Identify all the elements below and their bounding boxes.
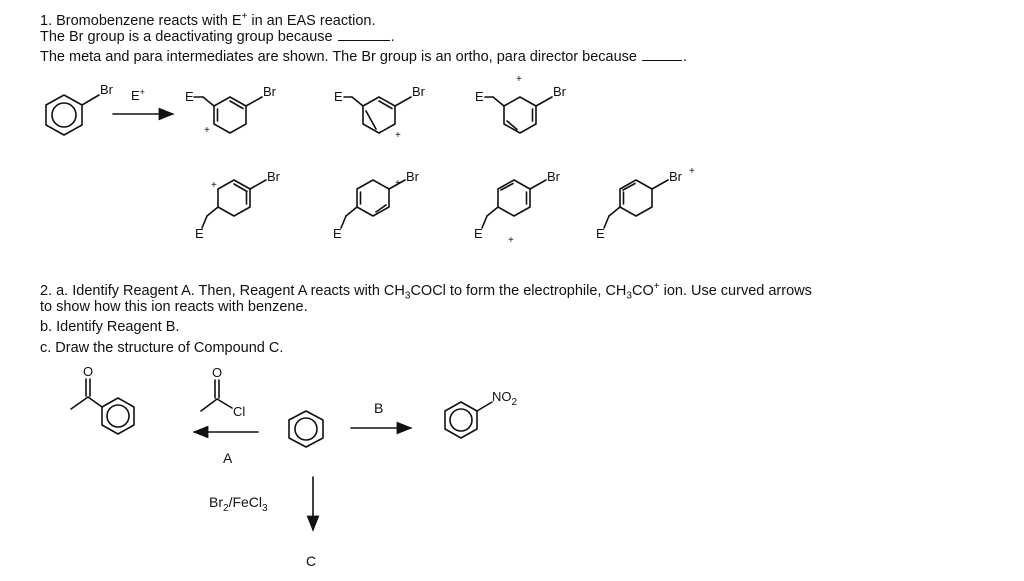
reagent-b-label: B <box>374 400 383 416</box>
q2-a-part-3: CO <box>631 282 654 299</box>
nitrobenzene <box>444 401 493 439</box>
q1-line-2: The Br group is a deactivating group bec… <box>40 28 395 46</box>
br-label-8: Br <box>669 169 683 184</box>
q1-line-3: The meta and para intermediates are show… <box>40 48 687 66</box>
reagent-a-label: A <box>223 450 233 466</box>
benzene <box>288 410 324 448</box>
plus-charge-2: + <box>395 130 401 141</box>
e-label-1: E <box>185 89 194 104</box>
q1-line-1-end: in an EAS reaction. <box>247 12 376 29</box>
answer-blank-1[interactable] <box>337 28 390 41</box>
br-label-6: Br <box>406 169 420 184</box>
meta-intermediate-4 <box>603 179 669 229</box>
ortho-intermediate-3 <box>484 96 553 134</box>
e-label-2: E <box>334 89 343 104</box>
cl-label: Cl <box>233 404 245 419</box>
meta-intermediate-3 <box>481 179 547 229</box>
br-label-1: Br <box>100 82 114 97</box>
br-label-2: Br <box>263 84 277 99</box>
q2-a-sub-1: 3 <box>404 290 411 302</box>
q2-a-line-1: 2. a. Identify Reagent A. Then, Reagent … <box>40 278 812 306</box>
o-label-1: O <box>83 364 93 379</box>
plus-charge-4: + <box>211 180 217 191</box>
bromobenzene <box>45 94 100 136</box>
q2-c: c. Draw the structure of Compound C. <box>40 340 284 356</box>
br-label-7: Br <box>547 169 561 184</box>
plus-charge-6: + <box>508 235 514 246</box>
q1-line-3-text: The meta and para intermediates are show… <box>40 49 637 65</box>
q1-line-2-text: The Br group is a deactivating group bec… <box>40 29 333 45</box>
plus-charge-5: + <box>395 178 401 189</box>
compound-c-label: C <box>306 553 316 569</box>
meta-intermediate-1 <box>201 179 267 229</box>
e-plus-sup: + <box>241 11 248 22</box>
q2-a-part-2: COCl to form the electrophile, CH <box>410 282 627 299</box>
br-label-5: Br <box>267 169 281 184</box>
q1-line-1: 1. Bromobenzene reacts with E+ in an EAS… <box>40 8 376 30</box>
q1-line-2-end: . <box>390 29 395 45</box>
q2-a-line-2: to show how this ion reacts with benzene… <box>40 299 308 315</box>
no2-label: NO2 <box>492 389 518 408</box>
e-label-5: E <box>333 226 342 241</box>
q2-a-sub-2: 3 <box>626 290 632 302</box>
answer-blank-2[interactable] <box>642 48 683 61</box>
br2-fecl3-label: Br2/FeCl3 <box>209 494 268 514</box>
br-label-3: Br <box>412 84 426 99</box>
q1-line-3-end: . <box>683 49 688 65</box>
ortho-intermediate-2 <box>343 96 412 134</box>
acetyl-chloride <box>200 379 233 412</box>
e-label-3: E <box>475 89 484 104</box>
acetophenone <box>70 378 135 435</box>
o-label-2: O <box>212 365 222 380</box>
q2-a-part-4: ion. Use curved arrows <box>659 282 812 299</box>
reagent-e-label: E+ <box>131 87 145 103</box>
q2-b: b. Identify Reagent B. <box>40 319 180 335</box>
plus-charge-1: + <box>204 125 210 136</box>
plus-charge-3: + <box>516 74 522 85</box>
q2-a-part-1: 2. a. Identify Reagent A. Then, Reagent … <box>40 282 405 299</box>
q1-line-1-text: 1. Bromobenzene reacts with E <box>40 12 242 29</box>
e-label-4: E <box>195 226 204 241</box>
e-label-7: E <box>596 226 605 241</box>
q2-a-sup: + <box>653 281 660 292</box>
plus-charge-7: + <box>689 166 695 177</box>
e-label-6: E <box>474 226 483 241</box>
ortho-intermediate-1 <box>193 96 263 134</box>
meta-intermediate-2 <box>340 179 406 229</box>
br-label-4: Br <box>553 84 567 99</box>
